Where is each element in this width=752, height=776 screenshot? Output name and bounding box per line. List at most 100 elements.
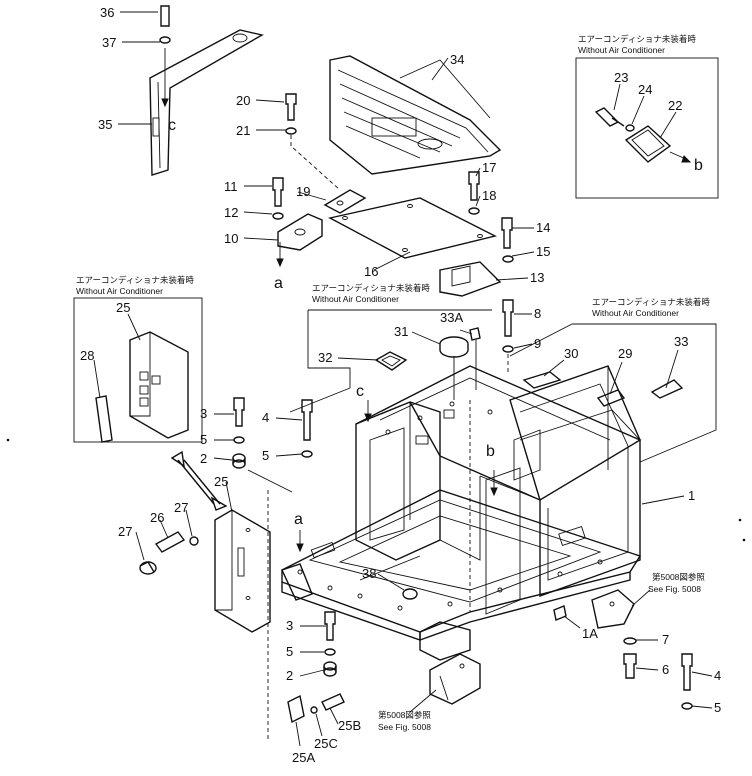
inset-frame-outline [289, 309, 717, 463]
callout-9: 9 [534, 336, 541, 351]
frame-arrow-c [364, 400, 372, 423]
callout-23: 23 [614, 70, 628, 85]
callout-27-a: 27 [174, 500, 188, 515]
callout-26: 26 [150, 510, 164, 525]
callout-28: 28 [80, 348, 94, 363]
note-en-inset-right: Without Air Conditioner [578, 45, 665, 55]
letter-a-frame: a [294, 511, 303, 528]
callout-1a: 1A [582, 626, 598, 641]
mount-lower [409, 653, 481, 713]
callout-4-upper: 4 [262, 410, 269, 425]
note-jp-inset-right: エアーコンディショナ未装着時 [578, 34, 696, 44]
callout-20: 20 [236, 93, 250, 108]
inset-28-group [73, 297, 203, 443]
clip-1a [553, 605, 567, 621]
callout-35: 35 [98, 117, 112, 132]
letter-b-inset: b [694, 157, 703, 174]
callout-1: 1 [688, 488, 695, 503]
note-en-see-fig-right: See Fig. 5008 [648, 584, 701, 594]
cover-25-group [139, 509, 271, 633]
parts-31-32-33a [374, 327, 481, 400]
letter-c-frame: c [356, 383, 364, 400]
swap-arrow [170, 450, 228, 511]
callout-2-upper: 2 [200, 451, 207, 466]
callout-4-lower: 4 [714, 668, 721, 683]
callout-33a: 33A [440, 310, 463, 325]
notes: エアーコンディショナ未装着時 Without Air Conditioner エ… [76, 34, 710, 732]
callout-33: 33 [674, 334, 688, 349]
callout-5-lower: 5 [286, 644, 293, 659]
callout-25-main: 25 [214, 474, 228, 489]
callout-24: 24 [638, 82, 652, 97]
callout-2-lower: 2 [286, 668, 293, 683]
callout-18: 18 [482, 188, 496, 203]
letter-c-top: c [168, 117, 176, 134]
callout-13: 13 [530, 270, 544, 285]
frame-arrow-a [296, 530, 304, 553]
frame-arrow-b [490, 470, 498, 497]
leader-lines [93, 11, 713, 747]
main-frame-1 [281, 365, 642, 661]
note-en-right: Without Air Conditioner [592, 308, 679, 318]
view-letters: c c a a b b [168, 117, 703, 528]
bracket-13-group [439, 171, 514, 297]
note-jp-see-fig-right: 第5008図参照 [652, 572, 705, 582]
bolts-lower-left [323, 611, 337, 677]
callout-21: 21 [236, 123, 250, 138]
callout-25-inset: 25 [116, 300, 130, 315]
callout-38: 38 [362, 566, 376, 581]
callout-14: 14 [536, 220, 550, 235]
callout-25a: 25A [292, 750, 315, 765]
callout-32: 32 [318, 350, 332, 365]
callout-27-b: 27 [118, 524, 132, 539]
note-jp-frame: エアーコンディショナ未装着時 [312, 283, 430, 293]
callout-19: 19 [296, 184, 310, 199]
note-jp-inset-left: エアーコンディショナ未装着時 [76, 275, 194, 285]
callout-25b: 25B [338, 718, 361, 733]
callout-8: 8 [534, 306, 541, 321]
bolt-8-group [502, 299, 514, 375]
callout-17: 17 [482, 160, 496, 175]
callout-6: 6 [662, 662, 669, 677]
letter-a-left: a [274, 275, 283, 292]
parts-25abc [287, 693, 345, 724]
callout-10: 10 [224, 231, 238, 246]
callout-25c: 25C [314, 736, 338, 751]
mount-right [591, 589, 651, 629]
cover-16-group [323, 189, 498, 259]
plate-10-group [272, 177, 323, 268]
letter-b-frame: b [486, 443, 495, 460]
cover-34-group [329, 55, 502, 175]
callout-15: 15 [536, 244, 550, 259]
callout-36: 36 [100, 5, 114, 20]
plug-38 [402, 588, 418, 600]
note-jp-right: エアーコンディショナ未装着時 [592, 297, 710, 307]
callout-3-lower: 3 [286, 618, 293, 633]
callout-numbers: 36 37 35 34 20 21 19 11 12 10 17 18 16 1… [80, 5, 721, 765]
callout-5-upper-b: 5 [262, 448, 269, 463]
callout-29: 29 [618, 346, 632, 361]
callout-5-lower-right: 5 [714, 700, 721, 715]
bracket-35-group [149, 5, 264, 176]
callout-16: 16 [364, 264, 378, 279]
callout-34: 34 [450, 52, 464, 67]
callout-30: 30 [564, 346, 578, 361]
note-jp-see-fig-lower: 第5008図参照 [378, 710, 431, 720]
note-en-inset-left: Without Air Conditioner [76, 286, 163, 296]
bolt-20-group [285, 93, 341, 191]
callout-22: 22 [668, 98, 682, 113]
callout-5-upper-a: 5 [200, 432, 207, 447]
parts-29-30-33 [522, 371, 684, 407]
callout-37: 37 [102, 35, 116, 50]
edge-marks [6, 438, 746, 542]
bolts-upper-left [232, 397, 313, 493]
note-en-see-fig-lower: See Fig. 5008 [378, 722, 431, 732]
note-en-frame: Without Air Conditioner [312, 294, 399, 304]
callout-11: 11 [224, 179, 238, 194]
callout-12: 12 [224, 205, 238, 220]
callout-31: 31 [394, 324, 408, 339]
callout-3-upper: 3 [200, 406, 207, 421]
callout-7: 7 [662, 632, 669, 647]
